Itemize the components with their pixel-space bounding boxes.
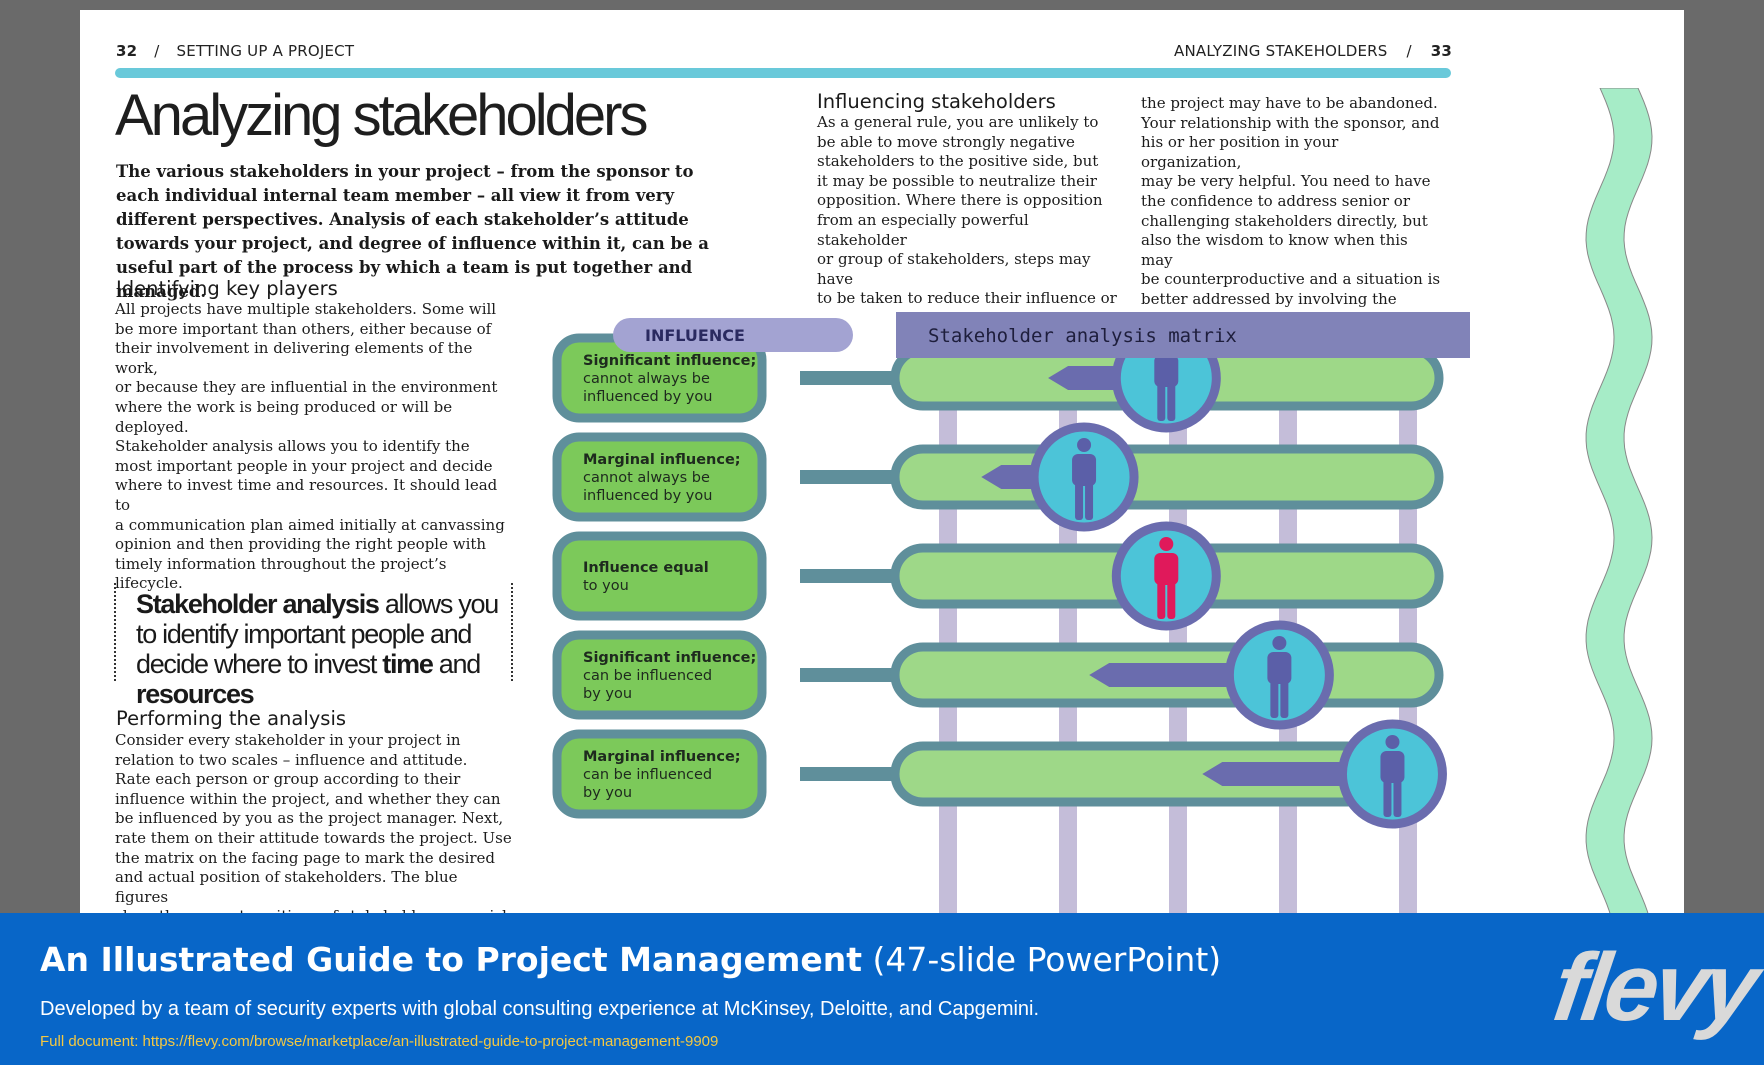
- influence-box-title: Significant influence;: [583, 650, 756, 666]
- matrix-row: Significant influence; can be influenced b…: [552, 620, 1444, 730]
- influence-box-text: influenced by you: [583, 488, 712, 504]
- influence-box-text: by you: [583, 686, 632, 702]
- influence-box-title: Marginal influence;: [583, 749, 741, 765]
- row-connector: [800, 569, 910, 583]
- person-icon: [1072, 438, 1097, 520]
- footer-title: An Illustrated Guide to Project Manageme…: [40, 940, 1221, 979]
- footer-subtitle: Developed by a team of security experts …: [40, 998, 1040, 1020]
- attitude-bar: [890, 444, 1444, 510]
- quote-text-2: and: [432, 649, 481, 679]
- influence-box-title: Significant influence;: [583, 353, 756, 369]
- pull-quote-text: Stakeholder analysis allows you to ident…: [136, 589, 506, 709]
- influencing-text-col2: the project may have to be abandoned. Yo…: [1141, 94, 1441, 328]
- quote-bold-1: Stakeholder analysis: [136, 589, 380, 619]
- person-icon: [1154, 537, 1179, 619]
- document-page: 32 / SETTING UP A PROJECT ANALYZING STAK…: [80, 10, 1684, 913]
- right-header-separator: /: [1406, 42, 1412, 60]
- influence-box-text: by you: [583, 785, 632, 801]
- influence-box-text: cannot always be: [583, 470, 710, 486]
- influence-box-title: Influence equal: [583, 560, 709, 576]
- influence-box-text: cannot always be: [583, 371, 710, 387]
- matrix-row: Influence equal to you: [552, 521, 1444, 631]
- influence-box-title: Marginal influence;: [583, 452, 741, 468]
- influence-box: [552, 432, 767, 522]
- right-section-name: ANALYZING STAKEHOLDERS: [1174, 42, 1388, 60]
- influence-box-text: influenced by you: [583, 389, 712, 405]
- influence-box-text: can be influenced: [583, 668, 712, 684]
- row-connector: [800, 470, 910, 484]
- intro-paragraph: The various stakeholders in your project…: [116, 162, 709, 301]
- footer-title-bold: An Illustrated Guide to Project Manageme…: [40, 940, 863, 979]
- pull-quote: Stakeholder analysis allows you to ident…: [114, 583, 513, 709]
- stakeholder-diagram: Significant influence; cannot always be in…: [552, 312, 1470, 913]
- quote-bold-3: resources: [136, 679, 255, 709]
- matrix-title: Stakeholder analysis matrix: [928, 325, 1237, 347]
- right-page-number: 33: [1430, 42, 1452, 60]
- footer-document-link[interactable]: Full document: https://flevy.com/browse/…: [40, 1033, 719, 1050]
- right-page-header: ANALYZING STAKEHOLDERS / 33: [1174, 42, 1452, 60]
- left-page-header: 32 / SETTING UP A PROJECT: [116, 42, 354, 60]
- row-connector: [800, 668, 910, 682]
- flevy-logo[interactable]: flevy: [1547, 934, 1762, 1041]
- quote-text-1: allows you to identify important people …: [136, 589, 499, 679]
- row-connector: [800, 371, 910, 385]
- matrix-rail: [939, 358, 957, 913]
- influence-pill: [613, 318, 853, 352]
- row-connector: [800, 767, 910, 781]
- person-icon: [1380, 735, 1405, 817]
- influence-box: [552, 630, 767, 720]
- influencing-heading: Influencing stakeholders: [817, 90, 1056, 113]
- influence-box: [552, 531, 767, 621]
- footer-banner: An Illustrated Guide to Project Manageme…: [0, 913, 1764, 1065]
- influence-box-text: can be influenced: [583, 767, 712, 783]
- left-page-number: 32: [116, 42, 138, 60]
- influence-box-text: to you: [583, 578, 629, 594]
- matrix-rail: [1399, 358, 1417, 913]
- matrix-row: Marginal influence; cannot always be influ…: [552, 422, 1444, 532]
- identifying-heading: Identifying key players: [116, 277, 338, 300]
- influence-box: [552, 729, 767, 819]
- header-rule: [115, 68, 1451, 78]
- influencing-text-col1: As a general rule, you are unlikely to b…: [817, 113, 1117, 308]
- page-title: Analyzing stakeholders: [115, 83, 648, 148]
- matrix-rail: [1169, 358, 1187, 913]
- decorative-wave: [1585, 88, 1653, 913]
- matrix-row: Marginal influence; can be influenced by y…: [552, 719, 1447, 829]
- left-header-separator: /: [154, 42, 160, 60]
- person-icon: [1267, 636, 1292, 718]
- quote-bold-2: time: [382, 649, 434, 679]
- performing-heading: Performing the analysis: [116, 707, 347, 730]
- matrix-header: [896, 312, 1470, 358]
- footer-title-light: (47-slide PowerPoint): [862, 940, 1222, 979]
- matrix-rows: Significant influence; cannot always be in…: [552, 323, 1447, 829]
- left-section-name: SETTING UP A PROJECT: [176, 42, 355, 60]
- matrix-row: Significant influence; cannot always be in…: [552, 323, 1444, 433]
- performing-text: Consider every stakeholder in your proje…: [115, 731, 512, 913]
- identifying-text: All projects have multiple stakeholders.…: [115, 300, 505, 593]
- influence-label: INFLUENCE: [645, 326, 745, 345]
